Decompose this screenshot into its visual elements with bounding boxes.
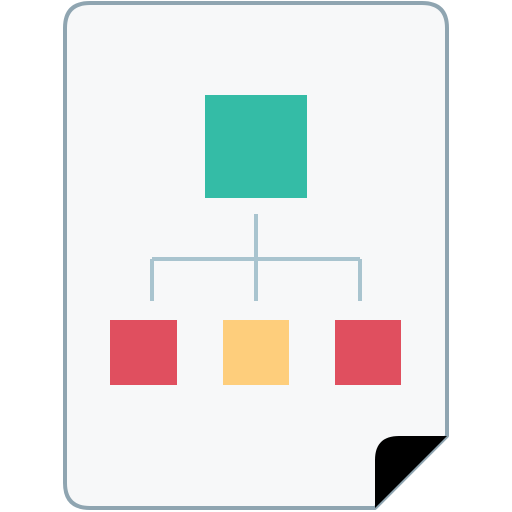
org-chart-connectors bbox=[150, 214, 362, 301]
org-chart-left-node bbox=[110, 320, 177, 385]
page-fold-corner bbox=[375, 436, 447, 508]
org-chart-root-node bbox=[205, 95, 307, 198]
org-chart-center-node bbox=[223, 320, 289, 385]
org-chart-right-node bbox=[335, 320, 401, 385]
